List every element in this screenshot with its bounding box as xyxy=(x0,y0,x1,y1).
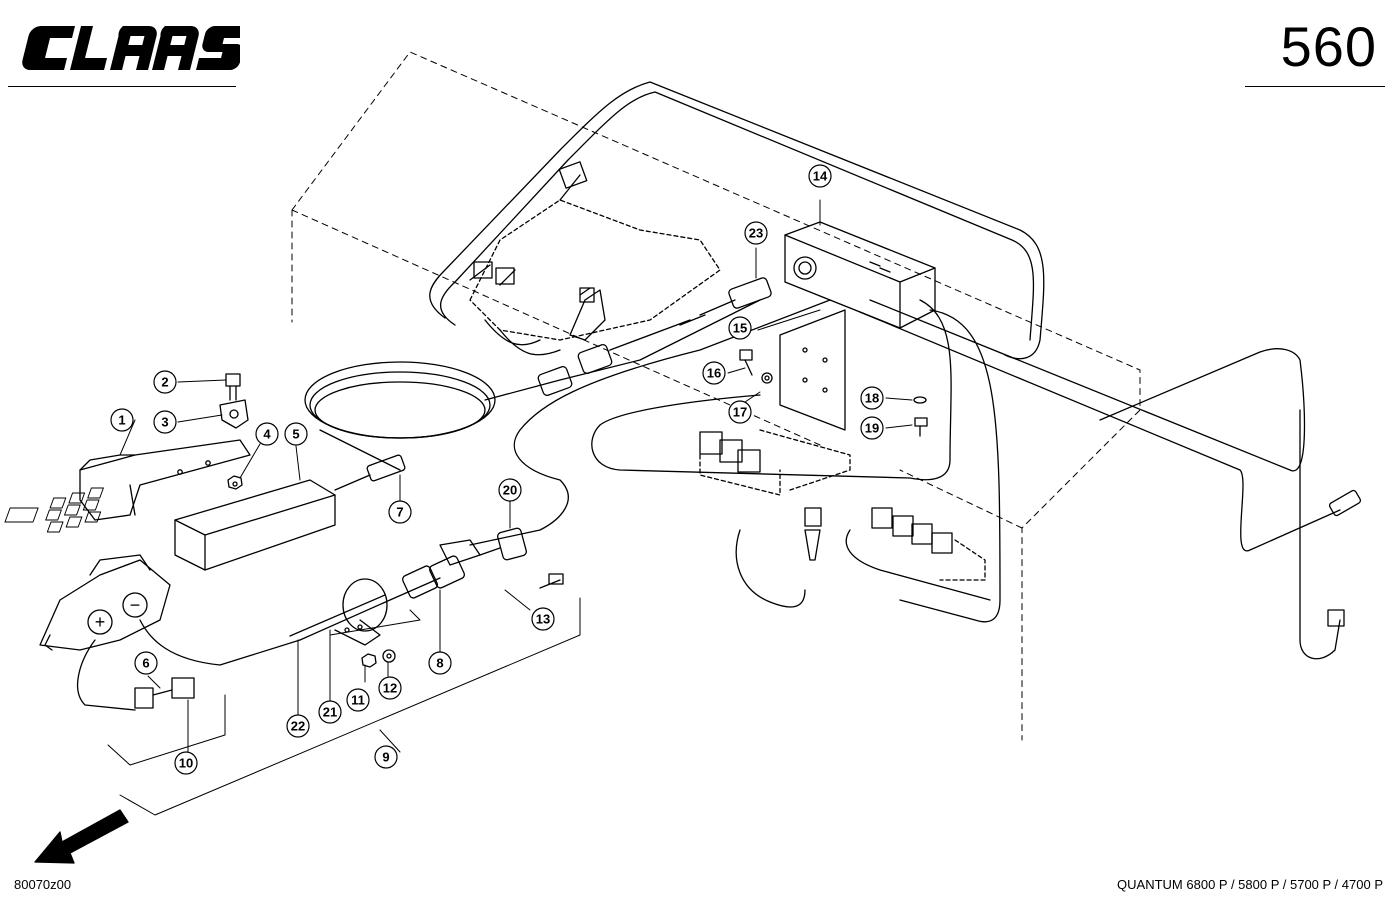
washer-18 xyxy=(913,396,927,404)
page-number: 560 xyxy=(1280,15,1377,78)
valve-block-right xyxy=(845,507,991,601)
model-line: QUANTUM 6800 P / 5800 P / 5700 P / 4700 … xyxy=(1117,877,1383,892)
bolt-19 xyxy=(914,417,928,437)
plug-connector-23 xyxy=(679,277,772,326)
bolt-13 xyxy=(539,573,564,589)
callout-20: 20 xyxy=(503,483,517,498)
bolt-16 xyxy=(739,349,753,376)
holder-bracket xyxy=(79,439,251,521)
socket-21 xyxy=(334,578,388,646)
header-rule-right xyxy=(1245,86,1385,87)
cable-right-long xyxy=(869,299,1306,472)
callout-10: 10 xyxy=(179,756,193,771)
callout-1: 1 xyxy=(118,413,125,428)
callout-4: 4 xyxy=(263,427,271,442)
callout-13: 13 xyxy=(536,612,550,627)
valve-block-upper xyxy=(469,161,721,356)
header-rule-left xyxy=(8,86,236,87)
callout-2: 2 xyxy=(161,375,168,390)
claas-logo xyxy=(22,26,240,70)
group-brackets xyxy=(107,597,581,816)
callout-3: 3 xyxy=(161,415,168,430)
washer-17 xyxy=(761,372,773,384)
callout-23: 23 xyxy=(749,226,763,241)
valve-block-center xyxy=(699,429,851,561)
hose-loop-upper xyxy=(429,81,1045,360)
callout-8: 8 xyxy=(436,656,443,671)
control-terminal xyxy=(4,454,406,571)
nut-11 xyxy=(361,653,377,668)
battery-minus-symbol: − xyxy=(130,595,141,615)
callout-17: 17 xyxy=(733,405,747,420)
mounting-bracket xyxy=(779,309,846,431)
callout-circles xyxy=(110,164,884,775)
callout-15: 15 xyxy=(733,321,747,336)
nut-4 xyxy=(227,475,243,490)
callout-14: 14 xyxy=(813,169,828,184)
sensor-20 xyxy=(479,527,527,561)
clip-3 xyxy=(219,399,249,429)
callout-18: 18 xyxy=(865,391,879,406)
callout-9: 9 xyxy=(382,750,389,765)
callout-6: 6 xyxy=(142,656,149,671)
screw-2 xyxy=(225,373,241,401)
callout-12: 12 xyxy=(383,681,397,696)
callout-21: 21 xyxy=(323,705,337,720)
callout-11: 11 xyxy=(351,693,365,708)
callout-16: 16 xyxy=(707,366,721,381)
machine-outline-dashed xyxy=(291,51,1141,741)
plug-connector-mid xyxy=(537,319,691,396)
battery-plus-symbol: + xyxy=(95,612,106,632)
leader-lines xyxy=(119,199,913,753)
direction-arrow-icon xyxy=(34,809,129,864)
washer-12 xyxy=(382,649,396,663)
callout-22: 22 xyxy=(291,719,305,734)
callout-19: 19 xyxy=(865,421,879,436)
callout-7: 7 xyxy=(396,505,403,520)
callout-5: 5 xyxy=(292,427,299,442)
battery xyxy=(39,554,171,651)
drawing-id: 80070z00 xyxy=(14,877,72,892)
coiled-cable xyxy=(304,299,761,471)
